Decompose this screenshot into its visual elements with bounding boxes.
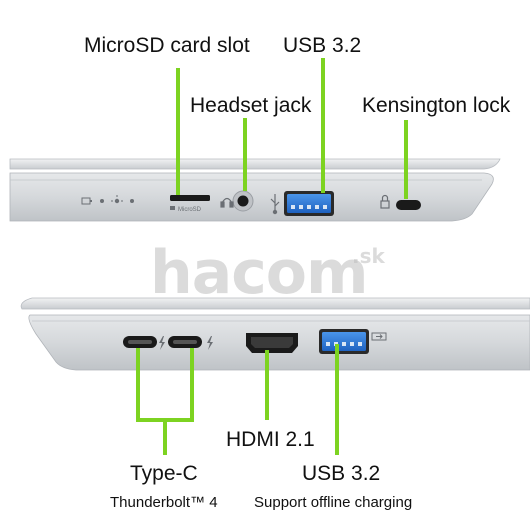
headset-icon [220, 197, 234, 208]
label-headset-jack: Headset jack [190, 94, 312, 117]
callout-type-c [136, 348, 194, 455]
laptop-left-side [20, 297, 530, 371]
thunderbolt-icon-2 [207, 336, 213, 350]
status-led-icons [81, 195, 134, 205]
watermark: hacom [150, 238, 369, 308]
usb-charge-icon [371, 332, 387, 341]
label-thunderbolt: Thunderbolt™ 4 [110, 494, 218, 511]
microsd-slot [170, 195, 210, 201]
label-hdmi: HDMI 2.1 [226, 428, 315, 451]
watermark-brand: hacom [150, 238, 369, 308]
lid-bottom [20, 297, 530, 310]
label-type-c: Type-C [130, 462, 198, 485]
label-offline-charging: Support offline charging [254, 494, 413, 511]
lid-top [9, 158, 501, 170]
thunderbolt-icon-1 [159, 336, 165, 350]
label-usb-bottom: USB 3.2 [302, 462, 381, 485]
laptop-right-side: MicroSD [9, 158, 501, 222]
watermark-tld: .sk [352, 244, 385, 268]
kensington-slot [396, 200, 421, 210]
callout-lines [136, 58, 408, 455]
usb-symbol-icon [270, 194, 280, 215]
microsd-small-label: MicroSD [178, 207, 202, 213]
lock-icon [380, 194, 390, 209]
label-usb-top: USB 3.2 [283, 34, 362, 57]
label-microsd-slot: MicroSD card slot [84, 34, 250, 57]
label-kensington-lock: Kensington lock [362, 94, 511, 117]
